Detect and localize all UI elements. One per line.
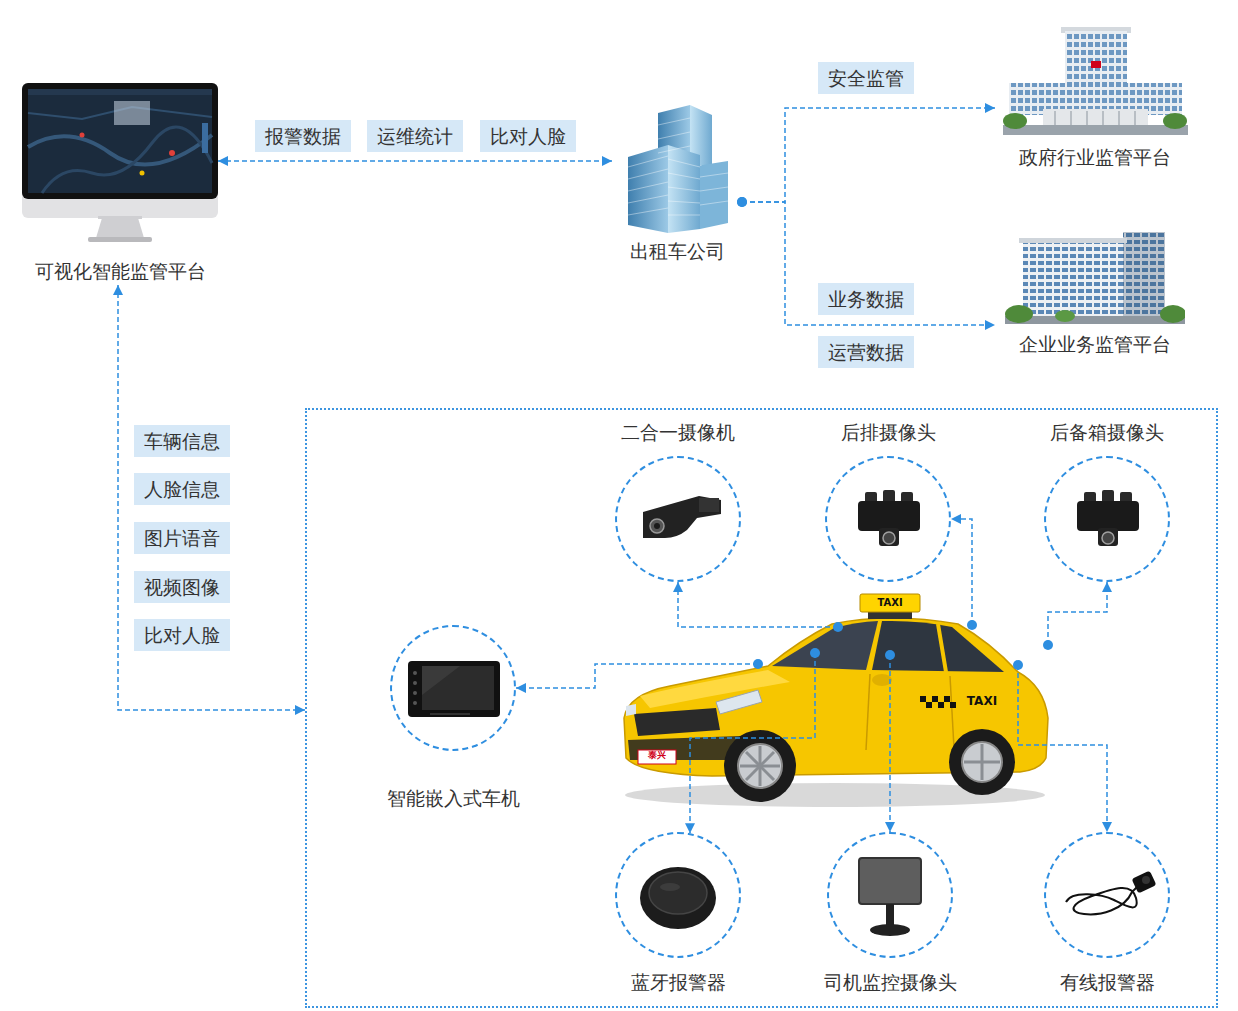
vehicle-region: 二合一摄像机 后排摄像头 后备箱摄像头 智能嵌入式车机 TAXI TAXI 泰兴 蓝牙… — [305, 408, 1218, 1008]
enterprise-platform: 企业业务监管平台 — [995, 232, 1195, 358]
dashed-connector — [678, 582, 838, 627]
dashed-connector — [742, 202, 995, 325]
government-building-picture — [1003, 25, 1188, 135]
data-tag: 运维统计 — [367, 120, 463, 152]
taxi-picture — [624, 594, 1048, 807]
car-lettering: TAXI — [967, 694, 997, 708]
car-lettering: 泰兴 — [648, 750, 666, 761]
junction-dot — [737, 197, 747, 207]
government-platform: 政府行业监管平台 — [995, 25, 1195, 171]
dashed-connector — [951, 519, 972, 625]
dashed-connector — [516, 664, 758, 688]
junction-dot — [810, 648, 820, 658]
dashed-connector — [742, 108, 995, 202]
data-tag: 报警数据 — [255, 120, 351, 152]
dashed-connector — [118, 285, 305, 710]
node-label: 蓝牙报警器 — [631, 970, 726, 994]
data-tag: 安全监管 — [818, 62, 914, 94]
node-label: 智能嵌入式车机 — [387, 786, 520, 810]
vehicle-terminal-picture — [390, 625, 516, 751]
data-tag: 比对人脸 — [480, 120, 576, 152]
data-tag: 图片语音 — [134, 522, 230, 554]
node-label: 后备箱摄像头 — [1050, 420, 1164, 444]
taxi-car: TAXI TAXI 泰兴 — [620, 590, 1050, 810]
trunk-camera-picture — [1044, 456, 1170, 582]
data-tag: 比对人脸 — [134, 619, 230, 651]
node-label: 政府行业监管平台 — [1019, 145, 1171, 169]
data-tag: 运营数据 — [818, 336, 914, 368]
node-label: 有线报警器 — [1060, 970, 1155, 994]
node-label: 司机监控摄像头 — [824, 970, 957, 994]
dashed-connector — [1048, 582, 1107, 645]
data-tag: 视频图像 — [134, 571, 230, 603]
junction-dot — [753, 659, 763, 669]
junction-dot — [1043, 640, 1053, 650]
dashed-connector — [1018, 665, 1107, 832]
device-circle: 后排摄像头 — [825, 456, 951, 582]
monitor-picture — [22, 83, 218, 243]
company-building-picture — [620, 105, 735, 233]
device-circle: 蓝牙报警器 — [615, 832, 741, 958]
device-circle: 后备箱摄像头 — [1044, 456, 1170, 582]
junction-dot — [1013, 660, 1023, 670]
rear-camera-picture — [825, 456, 951, 582]
wired-alarm-picture — [1044, 832, 1170, 958]
dashed-connector — [690, 653, 815, 833]
node-label: 二合一摄像机 — [621, 420, 735, 444]
node-label: 可视化智能监管平台 — [35, 259, 206, 283]
node-label: 后排摄像头 — [841, 420, 936, 444]
junction-dot — [833, 622, 843, 632]
junction-dot — [885, 650, 895, 660]
bluetooth-alarm-picture — [615, 832, 741, 958]
data-tag: 车辆信息 — [134, 425, 230, 457]
dashed-connector — [889, 655, 891, 832]
device-circle: 二合一摄像机 — [615, 456, 741, 582]
device-circle: 有线报警器 — [1044, 832, 1170, 958]
enterprise-building-picture — [1005, 232, 1185, 324]
junction-dot — [967, 620, 977, 630]
node-label: 出租车公司 — [630, 239, 725, 263]
driver-camera-picture — [827, 832, 953, 958]
node-label: 企业业务监管平台 — [1019, 332, 1171, 356]
data-tag: 业务数据 — [818, 283, 914, 315]
company-building: 出租车公司 — [612, 105, 742, 265]
device-circle: 智能嵌入式车机 — [390, 625, 516, 751]
dual-camera-picture — [615, 456, 741, 582]
monitor-platform: 可视化智能监管平台 — [22, 83, 218, 285]
junction-dot — [737, 197, 747, 207]
device-circle: 司机监控摄像头 — [827, 832, 953, 958]
data-tag: 人脸信息 — [134, 473, 230, 505]
car-lettering: TAXI — [877, 597, 902, 609]
dashed-connector — [218, 160, 612, 162]
